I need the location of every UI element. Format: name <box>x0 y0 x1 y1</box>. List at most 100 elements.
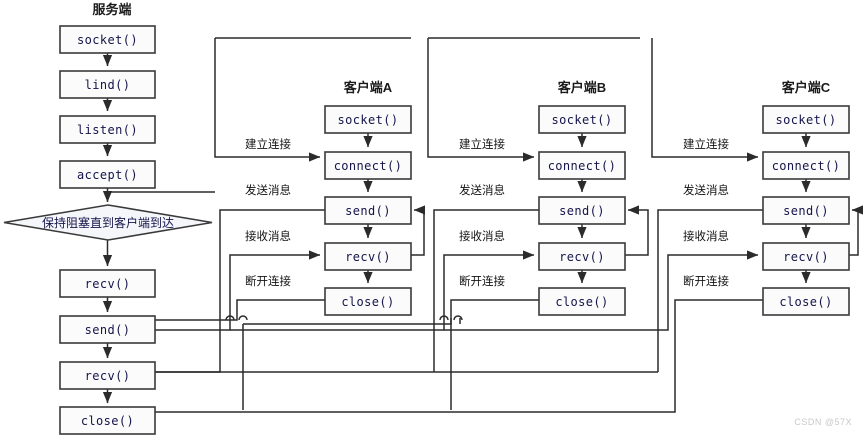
node-srv-listen[interactable]: listen() <box>59 115 156 144</box>
node-shape-rect <box>762 287 850 316</box>
node-srv-block[interactable]: 保持阻塞直到客户端到达 <box>3 204 213 241</box>
node-b-socket[interactable]: socket() <box>538 105 626 134</box>
node-label: socket() <box>77 33 138 47</box>
node-label: connect() <box>334 159 403 173</box>
node-srv-send[interactable]: send() <box>59 315 156 344</box>
node-label: listen() <box>77 123 138 137</box>
edge-label-c-recv-lbl: 接收消息 <box>683 229 729 243</box>
node-shape-rect <box>538 105 626 134</box>
node-shape-rect <box>59 160 156 189</box>
node-a-close[interactable]: close() <box>324 287 412 316</box>
node-label: accept() <box>77 168 138 182</box>
node-label: send() <box>85 323 131 337</box>
edge-label-a-connect-lbl: 建立连接 <box>245 137 291 151</box>
node-b-connect[interactable]: connect() <box>538 151 626 180</box>
node-shape-rect <box>324 151 412 180</box>
edge-b-send-to-srv <box>433 209 539 372</box>
edge-label-a-send-lbl: 发送消息 <box>245 183 291 197</box>
node-label: send() <box>559 204 605 218</box>
node-a-recv[interactable]: recv() <box>324 242 412 271</box>
node-shape-rect <box>59 115 156 144</box>
node-a-send[interactable]: send() <box>324 196 412 225</box>
node-label: lind() <box>85 78 131 92</box>
node-srv-accept[interactable]: accept() <box>59 160 156 189</box>
column-title-clientA: 客户端A <box>344 80 393 95</box>
node-srv-socket[interactable]: socket() <box>59 25 156 54</box>
edge-jump-1 <box>225 315 235 321</box>
node-shape-rect <box>59 315 156 344</box>
edge-accept-bus-b <box>427 38 535 162</box>
node-srv-close[interactable]: close() <box>59 406 156 435</box>
node-shape-rect <box>762 151 850 180</box>
node-label: socket() <box>552 113 613 127</box>
node-c-socket[interactable]: socket() <box>762 105 850 134</box>
node-shape-rect <box>59 269 156 298</box>
node-srv-recv1[interactable]: recv() <box>59 269 156 298</box>
edge-jump-3 <box>439 315 449 321</box>
edge-label-b-send-lbl: 发送消息 <box>459 183 505 197</box>
node-label: recv() <box>783 250 829 264</box>
node-label: connect() <box>548 159 617 173</box>
node-shape-rect <box>59 406 156 435</box>
node-c-connect[interactable]: connect() <box>762 151 850 180</box>
node-shape-rect <box>762 242 850 271</box>
node-b-close[interactable]: close() <box>538 287 626 316</box>
node-shape-rect <box>538 242 626 271</box>
node-label: close() <box>341 295 394 309</box>
edge-b-close-to-srv <box>243 299 539 325</box>
edge-srv-send-to-c <box>444 250 759 331</box>
edge-label-a-close-lbl: 断开连接 <box>245 274 291 288</box>
node-shape-rect <box>324 242 412 271</box>
node-label: send() <box>783 204 829 218</box>
node-label: socket() <box>338 113 399 127</box>
node-shape-rect <box>762 105 850 134</box>
edge-a-recv-loop <box>411 205 426 256</box>
node-label: close() <box>81 414 134 428</box>
node-srv-recv2[interactable]: recv() <box>59 361 156 390</box>
node-label: connect() <box>772 159 841 173</box>
node-b-recv[interactable]: recv() <box>538 242 626 271</box>
edge-c-close-to-srv <box>107 299 763 413</box>
node-c-recv[interactable]: recv() <box>762 242 850 271</box>
edge-label-c-close-lbl: 断开连接 <box>683 274 729 288</box>
edge-label-c-send-lbl: 发送消息 <box>683 183 729 197</box>
column-title-clientB: 客户端B <box>558 80 606 95</box>
edge-b-recv-loop <box>625 205 649 256</box>
edge-accept-bus-c <box>651 38 759 162</box>
node-shape-rect <box>324 105 412 134</box>
edge-a-close-to-srv <box>155 299 325 321</box>
node-a-connect[interactable]: connect() <box>324 151 412 180</box>
node-label: close() <box>555 295 608 309</box>
node-shape-rect <box>538 287 626 316</box>
node-label: recv() <box>559 250 605 264</box>
edge-srv-send-to-b <box>230 250 535 331</box>
node-c-close[interactable]: close() <box>762 287 850 316</box>
edge-a-send-to-srv <box>155 209 325 373</box>
node-shape-rect <box>538 151 626 180</box>
node-shape-rect <box>59 70 156 99</box>
csdn-watermark: CSDN @57X <box>794 417 852 427</box>
edge-accept-bus-a <box>214 38 321 162</box>
node-label: recv() <box>85 277 131 291</box>
edge-label-c-connect-lbl: 建立连接 <box>683 137 729 151</box>
edge-c-send-to-srv <box>657 209 763 372</box>
node-label: send() <box>345 204 391 218</box>
edge-label-b-recv-lbl: 接收消息 <box>459 229 505 243</box>
edge-label-b-connect-lbl: 建立连接 <box>459 137 505 151</box>
edges-layer <box>102 37 864 413</box>
node-label: close() <box>779 295 832 309</box>
node-c-send[interactable]: send() <box>762 196 850 225</box>
node-a-socket[interactable]: socket() <box>324 105 412 134</box>
node-b-send[interactable]: send() <box>538 196 626 225</box>
node-shape-rect <box>59 25 156 54</box>
node-srv-bind[interactable]: lind() <box>59 70 156 99</box>
node-shape-rect <box>324 287 412 316</box>
node-shape-rect <box>762 196 850 225</box>
node-label: recv() <box>345 250 391 264</box>
node-label: socket() <box>776 113 837 127</box>
node-label: recv() <box>85 369 131 383</box>
